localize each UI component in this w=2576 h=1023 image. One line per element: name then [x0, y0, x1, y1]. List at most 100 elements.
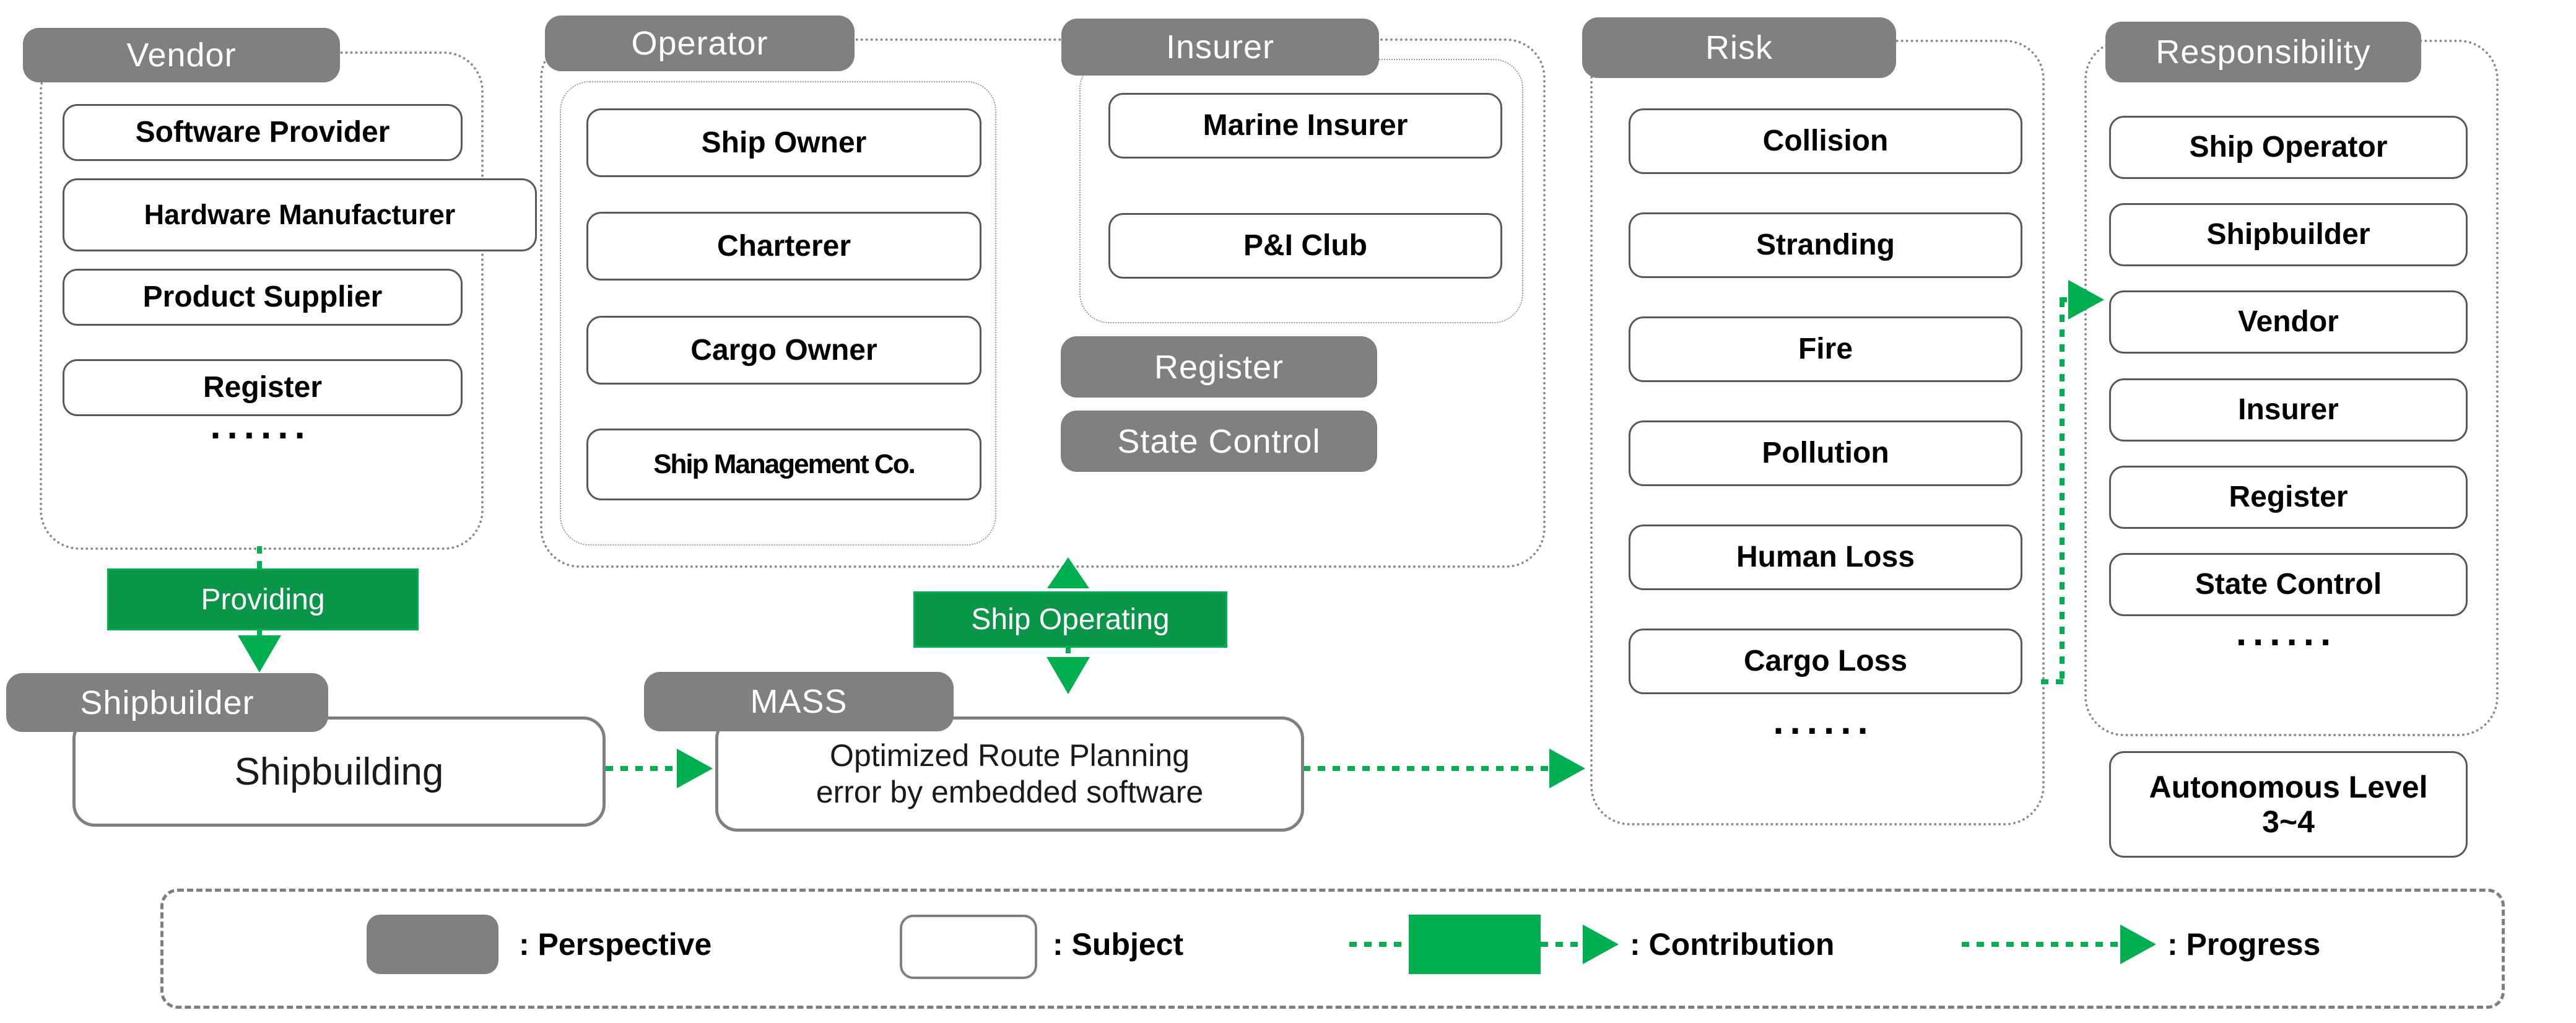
operator-item-label: Cargo Owner [690, 333, 877, 367]
risk-item-label: Collision [1762, 124, 1889, 158]
vendor-item-label: Register [202, 371, 323, 404]
legend-progress-label: : Progress [2167, 915, 2320, 974]
autonomous-level-box: Autonomous Level 3~4 [2109, 751, 2468, 858]
operator-item-charterer: Charterer [586, 212, 981, 281]
providing-connector-top [257, 546, 262, 571]
vendor-item-label: Product Supplier [142, 281, 383, 314]
responsibility-tag: Responsibility [2105, 22, 2421, 82]
risk-to-responsibility-arrow-icon [2068, 280, 2104, 320]
responsibility-item-label: Vendor [2238, 305, 2339, 339]
state-control-tag: State Control [1061, 411, 1377, 472]
operator-item-label: Ship Owner [701, 126, 867, 159]
legend-label-text: : Perspective [519, 927, 712, 962]
responsibility-item-label: Ship Operator [2189, 131, 2388, 164]
operator-tag-label: Operator [631, 25, 768, 62]
legend-contribution-arrow-icon [1583, 925, 1619, 964]
autonomous-level-line2: 3~4 [2262, 804, 2315, 839]
responsibility-item-ship-operator: Ship Operator [2109, 116, 2468, 179]
register-tag: Register [1061, 336, 1377, 398]
legend-perspective-swatch [367, 915, 498, 974]
risk-tag-label: Risk [1705, 29, 1773, 66]
legend-label-text: : Progress [2167, 927, 2321, 962]
insurer-item-pi-club: P&I Club [1108, 213, 1502, 279]
ship-operating-arrow-up-icon [1047, 557, 1089, 588]
ship-operating-connector-bottom [1066, 646, 1071, 657]
risk-item-fire: Fire [1629, 316, 2022, 382]
operator-subgroup-border [560, 81, 996, 546]
mass-box-line1: Optimized Route Planning [830, 738, 1190, 773]
insurer-item-marine-insurer: Marine Insurer [1108, 93, 1502, 159]
mass-tag: MASS [644, 672, 954, 731]
legend-contribution-swatch [1409, 915, 1541, 974]
insurer-item-label: P&I Club [1243, 229, 1367, 263]
responsibility-entry-line [2060, 297, 2071, 302]
mass-tag-label: MASS [750, 683, 848, 720]
responsibility-item-insurer: Insurer [2109, 378, 2468, 442]
responsibility-item-label: Insurer [2238, 393, 2339, 427]
shipbuilding-box: Shipbuilding [72, 716, 606, 827]
legend-contribution-line-right [1541, 942, 1583, 947]
risk-item-label: Pollution [1762, 437, 1889, 470]
providing-label: Providing [201, 583, 325, 616]
risk-item-collision: Collision [1629, 108, 2022, 174]
risk-item-pollution: Pollution [1629, 420, 2022, 486]
legend-label-text: : Subject [1053, 927, 1184, 962]
vendor-item-label: Hardware Manufacturer [144, 198, 456, 230]
mass-to-risk-line [1303, 766, 1549, 771]
responsibility-tag-label: Responsibility [2156, 33, 2371, 71]
legend-progress-arrow-icon [2120, 925, 2156, 964]
providing-arrow-down-icon [238, 635, 281, 673]
risk-item-label: Human Loss [1736, 541, 1915, 574]
vendor-item-product-supplier: Product Supplier [63, 269, 463, 326]
responsibility-item-register: Register [2109, 466, 2468, 529]
risk-item-stranding: Stranding [1629, 212, 2022, 278]
risk-item-cargo-loss: Cargo Loss [1629, 629, 2022, 694]
risk-tag: Risk [1582, 17, 1896, 78]
shipbuilding-label: Shipbuilding [234, 750, 444, 793]
shipbuilder-tag: Shipbuilder [6, 673, 328, 732]
shipbuilding-to-mass-line [606, 766, 677, 771]
responsibility-item-shipbuilder: Shipbuilder [2109, 203, 2468, 266]
legend-contribution-line-left [1349, 942, 1409, 947]
vendor-item-hardware-manufacturer: Hardware Manufacturer [63, 178, 537, 251]
vendor-item-software-provider: Software Provider [63, 104, 463, 161]
responsibility-ellipsis: ...... [2109, 614, 2464, 652]
vendor-ellipsis: ...... [63, 407, 459, 445]
operator-item-ship-management-co: Ship Management Co. [586, 429, 981, 500]
mass-box-line2: error by embedded software [816, 775, 1204, 809]
operator-item-ship-owner: Ship Owner [586, 108, 981, 177]
ship-operating-box: Ship Operating [913, 591, 1227, 648]
ellipsis-text: ...... [2235, 611, 2338, 654]
operator-item-label: Ship Management Co. [653, 449, 916, 480]
state-control-tag-label: State Control [1117, 422, 1321, 460]
risk-item-human-loss: Human Loss [1629, 525, 2022, 590]
register-tag-label: Register [1154, 348, 1284, 386]
shipbuilding-to-mass-arrow-icon [677, 749, 713, 788]
vendor-item-label: Software Provider [135, 116, 390, 149]
responsibility-item-label: Register [2229, 481, 2348, 514]
vendor-item-register: Register [63, 359, 463, 416]
mass-to-risk-arrow-icon [1549, 749, 1585, 788]
risk-item-label: Stranding [1756, 229, 1895, 262]
risk-ellipsis: ...... [1629, 702, 2019, 741]
ship-operating-label: Ship Operating [971, 603, 1170, 636]
legend-perspective-label: : Perspective [519, 915, 711, 974]
responsibility-item-state-control: State Control [2109, 553, 2468, 616]
vendor-tag: Vendor [23, 28, 340, 82]
insurer-item-label: Marine Insurer [1203, 109, 1408, 142]
operator-insurer-group-border [540, 38, 1546, 568]
legend-label-text: : Contribution [1630, 927, 1835, 962]
operator-item-label: Charterer [716, 229, 851, 263]
risk-item-label: Fire [1798, 333, 1853, 366]
insurer-tag: Insurer [1061, 19, 1379, 76]
shipbuilder-tag-label: Shipbuilder [80, 684, 255, 721]
ellipsis-text: ...... [210, 404, 311, 447]
responsibility-item-label: State Control [2195, 568, 2382, 601]
vendor-tag-label: Vendor [126, 37, 237, 74]
legend-box [160, 889, 2505, 1009]
legend-subject-swatch [900, 915, 1037, 979]
ship-operating-arrow-down-icon [1046, 657, 1090, 694]
responsibility-item-label: Shipbuilder [2206, 218, 2370, 251]
mass-box: Optimized Route Planning error by embedd… [715, 716, 1304, 832]
